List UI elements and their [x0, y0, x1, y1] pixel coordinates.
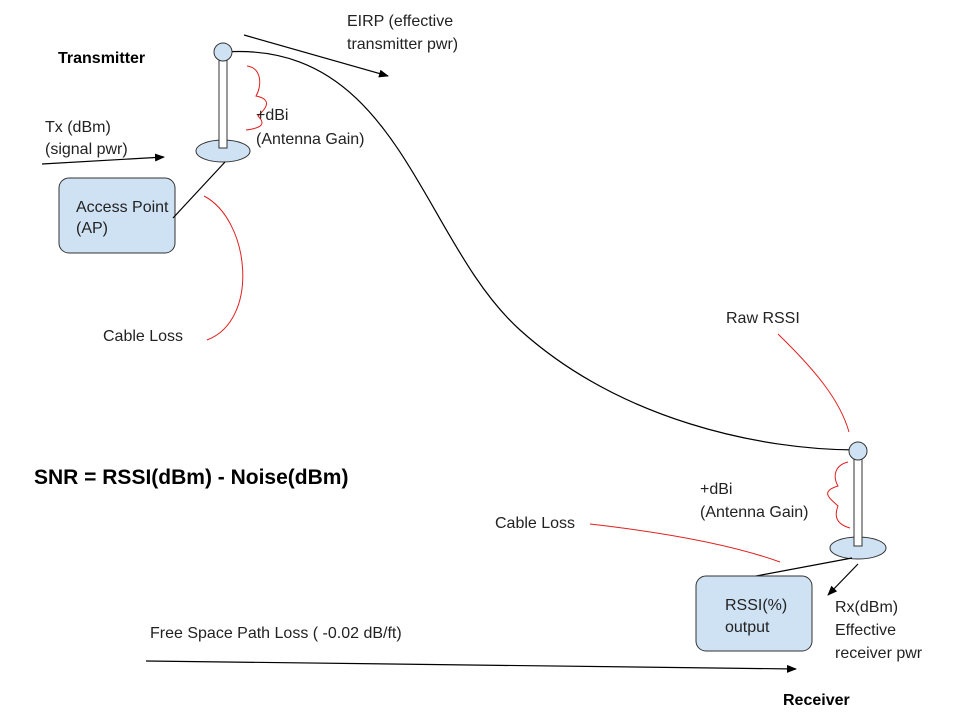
tx-cable-line: [172, 161, 226, 219]
access-point-label-line1: Access Point: [76, 199, 169, 216]
signal-path-curve: [223, 51, 859, 451]
rx-gain-label-line1: +dBi: [700, 481, 732, 498]
tx-cable-loss-label: Cable Loss: [103, 328, 183, 345]
raw-rssi-pointer: [777, 333, 850, 433]
rssi-output-label-line1: RSSI(%): [725, 597, 787, 614]
rx-gain-brace: [827, 461, 851, 529]
tx-signal-arrow: [41, 153, 165, 165]
rx-antenna-mast: [853, 457, 863, 547]
rx-power-arrow: [827, 563, 859, 596]
receiver-title: Receiver: [783, 692, 850, 709]
tx-gain-label-line1: +dBi: [256, 107, 288, 124]
eirp-label-line1: EIRP (effective: [347, 13, 453, 30]
snr-formula: SNR = RSSI(dBm) - Noise(dBm): [34, 466, 348, 489]
rx-label-line2: Effective: [835, 622, 896, 639]
transmitter-title: Transmitter: [58, 50, 145, 67]
tx-label-line2: (signal pwr): [45, 141, 128, 158]
rx-cable-loss-pointer: [589, 523, 781, 563]
rx-cable-loss-label: Cable Loss: [495, 515, 575, 532]
tx-gain-label-line2: (Antenna Gain): [256, 131, 365, 148]
eirp-arrow: [243, 34, 389, 78]
raw-rssi-label: Raw RSSI: [726, 310, 800, 327]
rssi-output-label-line2: output: [725, 619, 770, 636]
eirp-label-line2: transmitter pwr): [347, 36, 458, 53]
tx-antenna-mast: [218, 59, 228, 149]
tx-gain-brace: [245, 65, 267, 131]
tx-antenna-tip: [213, 42, 233, 62]
access-point-label-line2: (AP): [76, 220, 108, 237]
rx-cable-line: [755, 557, 853, 577]
rx-label-line3: receiver pwr: [835, 645, 923, 662]
fspl-label: Free Space Path Loss ( -0.02 dB/ft): [150, 625, 402, 642]
rx-gain-label-line2: (Antenna Gain): [700, 504, 809, 521]
fspl-arrow: [145, 660, 797, 673]
rx-antenna-tip: [848, 441, 868, 461]
tx-label-line1: Tx (dBm): [45, 119, 111, 136]
rx-label-line1: Rx(dBm): [835, 599, 898, 616]
rssi-output-box: [695, 575, 813, 652]
tx-cable-loss-pointer: [203, 195, 244, 341]
